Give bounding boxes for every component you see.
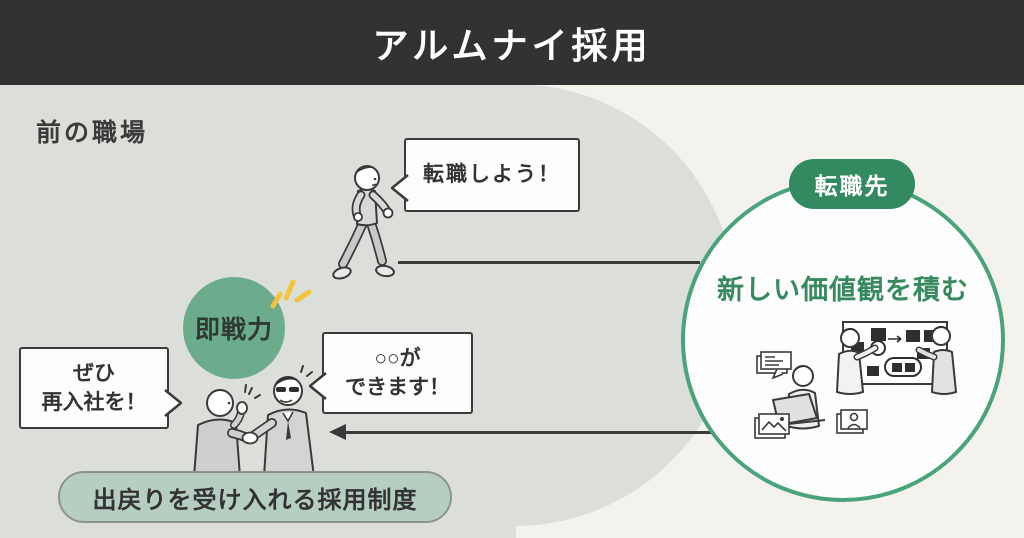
bubble-tail-left-icon (309, 372, 327, 400)
line-to-new-company (398, 261, 700, 264)
skill-text: ○○が できます！ (345, 346, 450, 399)
title-bar: アルムナイ採用 (0, 0, 1024, 85)
teamwork-icon (754, 321, 957, 439)
speech-bubble-skill: ○○が できます！ (309, 332, 473, 414)
former-workplace-label: 前の職場 (36, 119, 149, 147)
speech-bubble-quit: 転職しよう！ (391, 138, 580, 212)
walking-person-icon (332, 165, 395, 280)
bubble-tail-right-icon (164, 389, 182, 417)
rejoin-text: ぜひ 再入社を！ (41, 361, 147, 414)
line-return-to-former-company (346, 431, 712, 434)
new-workplace-circle: 新しい価値観を積む (681, 178, 1005, 502)
ready-worker-text: 即戦力 (194, 316, 273, 344)
speech-bubble-rejoin: ぜひ 再入社を！ (19, 347, 182, 429)
new-workplace-label: 転職先 (789, 159, 915, 209)
ready-worker-badge: 即戦力 (183, 277, 285, 379)
system-pill-text: 出戻りを受け入れる採用制度 (92, 486, 418, 514)
quit-text: 転職しよう！ (423, 163, 561, 187)
new-workplace-label-text: 転職先 (814, 173, 890, 199)
sparkle-icon (270, 279, 312, 309)
page-title: アルムナイ採用 (372, 24, 652, 66)
bubble-tail-left-icon (391, 174, 409, 202)
arrow-left-icon (329, 424, 346, 440)
diagram-body: 前の職場 転職しよう！ (0, 85, 1024, 538)
system-pill: 出戻りを受け入れる採用制度 (58, 471, 452, 523)
new-workplace-caption: 新しい価値観を積む (717, 275, 969, 305)
